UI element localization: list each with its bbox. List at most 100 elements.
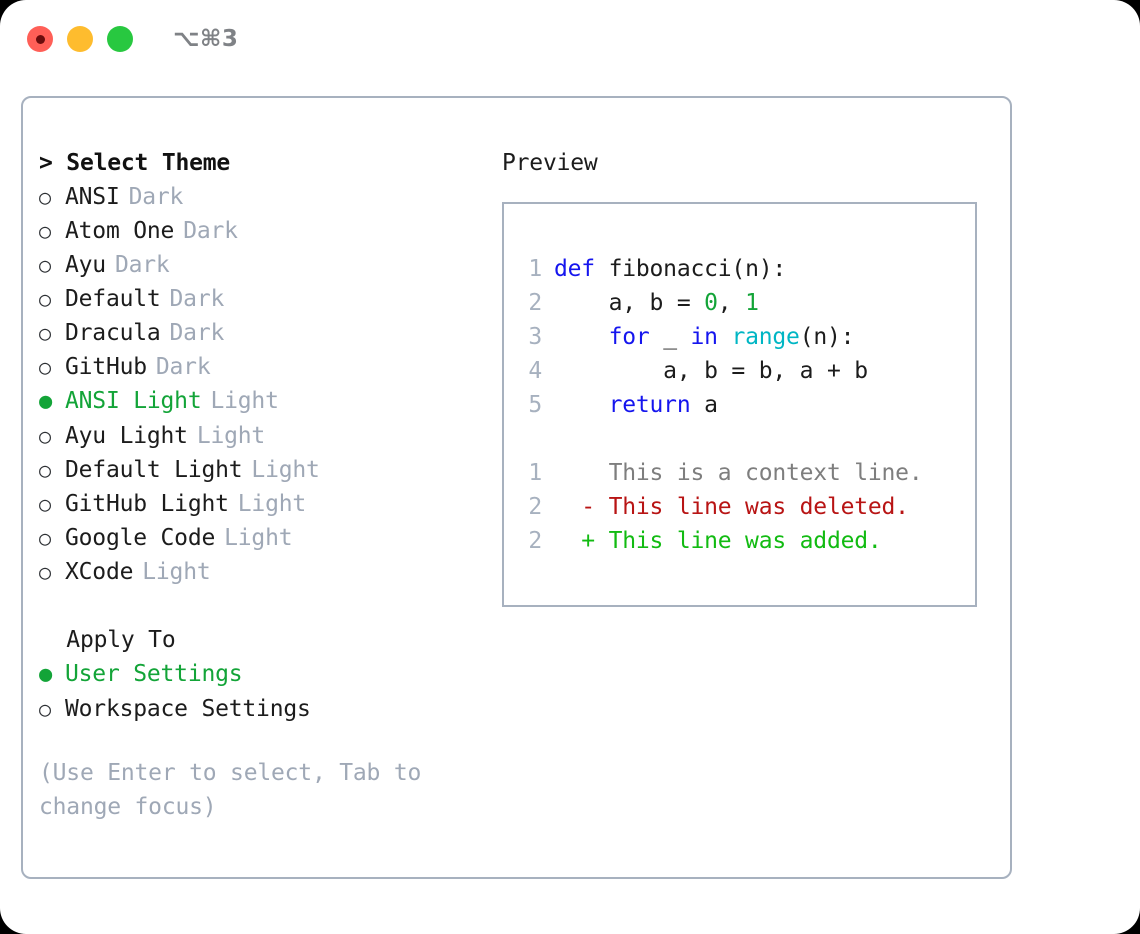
diff-text-del: - This line was deleted. <box>554 494 909 520</box>
theme-option-label: Ayu <box>65 252 106 278</box>
code-token-plain: a, b = b, a + b <box>554 358 868 384</box>
code-token-plain <box>554 392 609 418</box>
code-line: 1 def fibonacci(n): <box>516 252 969 286</box>
line-number: 2 <box>528 290 542 316</box>
radio-unselected-icon: ○ <box>39 697 51 721</box>
recording-dot-icon <box>35 34 45 44</box>
apply-to-list: ● User Settings ○ Workspace Settings <box>39 657 499 726</box>
radio-unselected-icon: ○ <box>39 321 51 345</box>
theme-option-label: GitHub Light <box>65 491 229 517</box>
line-number: 4 <box>528 358 542 384</box>
code-token-plain <box>554 324 609 350</box>
code-text: a, b = b, a + b <box>554 354 868 388</box>
code-text: def fibonacci(n): <box>554 252 786 286</box>
apply-to-option-label: Workspace Settings <box>65 696 311 722</box>
minimize-light[interactable] <box>67 26 93 52</box>
theme-option-kind: Light <box>224 525 293 551</box>
line-number: 1 <box>528 256 542 282</box>
theme-option-kind: Dark <box>183 218 238 244</box>
theme-option-kind: Light <box>251 457 320 483</box>
title-bar: ⌥⌘3 <box>0 0 1140 78</box>
line-number: 2 <box>528 528 542 554</box>
theme-option-row[interactable]: ● ANSI Light Light <box>39 384 499 419</box>
radio-selected-icon: ● <box>39 662 53 687</box>
code-token-kw: def <box>554 256 609 282</box>
keyboard-shortcut-label: ⌥⌘3 <box>173 26 239 52</box>
preview-header: Preview <box>502 150 598 176</box>
radio-unselected-icon: ○ <box>39 253 51 277</box>
diff-text-add: + This line was added. <box>554 528 882 554</box>
theme-option-kind: Dark <box>169 320 225 346</box>
line-number: 2 <box>528 494 542 520</box>
code-token-kw: for <box>608 324 650 350</box>
diff-line: 2 - This line was deleted. <box>516 490 969 524</box>
code-line: 2 a, b = 0, 1 <box>516 286 969 320</box>
code-token-plain: _ <box>649 324 691 350</box>
theme-option-kind: Light <box>196 423 266 449</box>
code-diff-separator <box>516 422 969 456</box>
theme-option-label: Dracula <box>65 320 161 346</box>
theme-option-kind: Light <box>142 559 211 585</box>
code-line: 5 return a <box>516 388 969 422</box>
apply-to-option-row[interactable]: ○ Workspace Settings <box>39 692 499 726</box>
radio-unselected-icon: ○ <box>39 458 51 482</box>
radio-unselected-icon: ○ <box>39 424 51 448</box>
theme-option-row[interactable]: ○ Dracula Dark <box>39 316 499 350</box>
theme-option-row[interactable]: ○ XCode Light <box>39 555 499 589</box>
select-theme-header: > Select Theme <box>39 150 231 176</box>
code-token-plain: (n): <box>799 324 855 350</box>
radio-unselected-icon: ○ <box>39 355 51 379</box>
line-number: 5 <box>528 392 542 418</box>
theme-option-kind: Dark <box>169 286 225 312</box>
radio-selected-icon: ● <box>39 389 53 414</box>
code-token-num: 0 <box>704 290 718 316</box>
close-light[interactable] <box>27 26 53 52</box>
apply-to-option-row[interactable]: ● User Settings <box>39 657 499 692</box>
theme-option-label: ANSI Light <box>65 388 202 414</box>
line-number: 1 <box>528 460 542 486</box>
radio-unselected-icon: ○ <box>39 492 51 516</box>
theme-option-label: GitHub <box>65 354 147 380</box>
radio-unselected-icon: ○ <box>39 185 51 209</box>
code-token-plain <box>718 324 732 350</box>
theme-option-label: XCode <box>65 559 134 585</box>
code-token-num: 1 <box>745 290 759 316</box>
theme-option-label: Atom One <box>65 218 175 244</box>
theme-option-row[interactable]: ○ Default Dark <box>39 282 499 316</box>
maximize-light[interactable] <box>107 26 133 52</box>
traffic-lights <box>27 26 133 52</box>
theme-option-kind: Light <box>210 388 279 414</box>
theme-option-label: Default <box>65 286 161 312</box>
code-token-fn: range <box>731 324 800 350</box>
code-token-plain: a, b = <box>554 290 705 316</box>
radio-unselected-icon: ○ <box>39 526 51 550</box>
code-token-plain: a <box>690 392 718 418</box>
code-text: for _ in range(n): <box>554 320 855 354</box>
code-token-kw: return <box>608 392 691 418</box>
code-token-kw: in <box>690 324 718 350</box>
radio-unselected-icon: ○ <box>39 560 51 584</box>
theme-option-row[interactable]: ○ GitHub Dark <box>39 350 499 384</box>
diff-text-ctx: This is a context line. <box>554 460 923 486</box>
diff-line: 2 + This line was added. <box>516 524 969 558</box>
line-number: 3 <box>528 324 542 350</box>
apply-to-option-label: User Settings <box>65 661 243 687</box>
diff-line: 1 This is a context line. <box>516 456 969 490</box>
apply-to-header: Apply To <box>39 627 176 653</box>
code-token-plain: fibonacci(n): <box>608 256 787 282</box>
radio-unselected-icon: ○ <box>39 287 51 311</box>
theme-option-kind: Dark <box>155 354 211 380</box>
